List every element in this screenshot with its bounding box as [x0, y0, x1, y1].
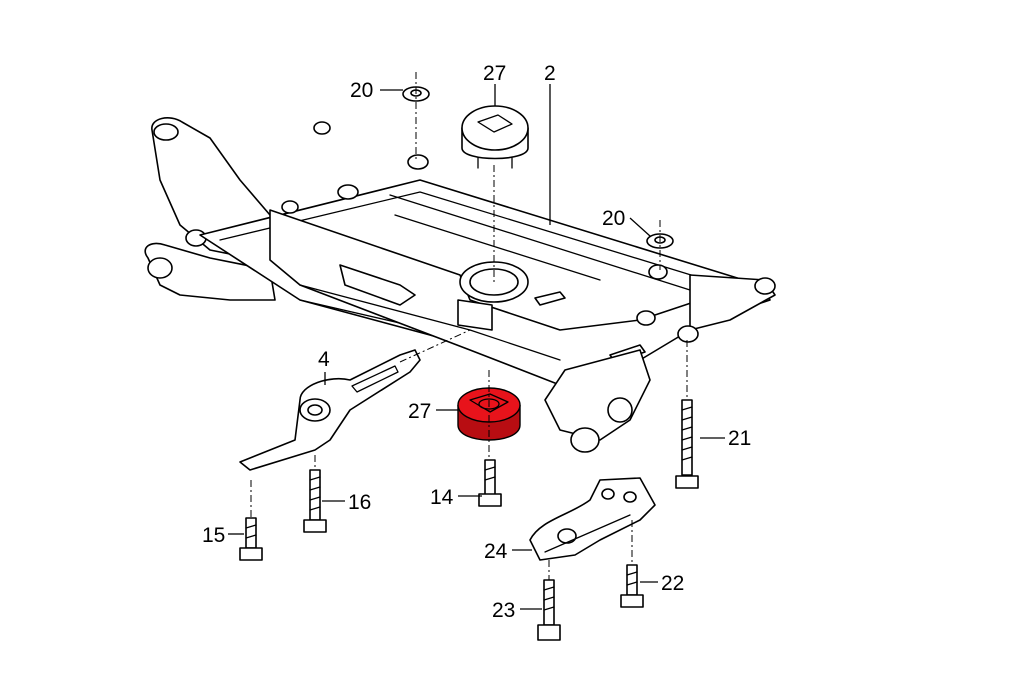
bolt-21 — [675, 399, 699, 489]
callout-2: 2 — [544, 62, 556, 85]
callout-24: 24 — [484, 540, 508, 563]
leader-lines — [228, 84, 725, 610]
bolt-14 — [478, 459, 502, 507]
lower-bracket — [529, 477, 656, 561]
callout-14: 14 — [430, 486, 454, 509]
callout-21: 21 — [728, 427, 751, 450]
callout-16: 16 — [348, 491, 371, 514]
callout-22: 22 — [661, 572, 684, 595]
assembly-lines — [250, 72, 688, 580]
callout-15: 15 — [202, 524, 225, 547]
bolt-23 — [537, 579, 561, 641]
callout-20-left: 20 — [350, 79, 373, 102]
torque-arm — [239, 349, 421, 471]
subframe — [144, 117, 776, 453]
upper-mount-bushing — [461, 105, 529, 169]
bolt-22 — [620, 564, 644, 608]
bolt-16 — [303, 469, 327, 533]
callout-27-highlighted: 27 — [408, 400, 431, 423]
washer-right — [646, 233, 674, 249]
bolt-15 — [239, 517, 263, 561]
callout-20-right: 20 — [602, 207, 625, 230]
callout-labels: 20 27 2 20 4 27 21 16 14 15 24 22 23 — [202, 62, 751, 622]
callout-4: 4 — [318, 348, 330, 371]
callout-23: 23 — [492, 599, 515, 622]
callout-27-top: 27 — [483, 62, 506, 85]
